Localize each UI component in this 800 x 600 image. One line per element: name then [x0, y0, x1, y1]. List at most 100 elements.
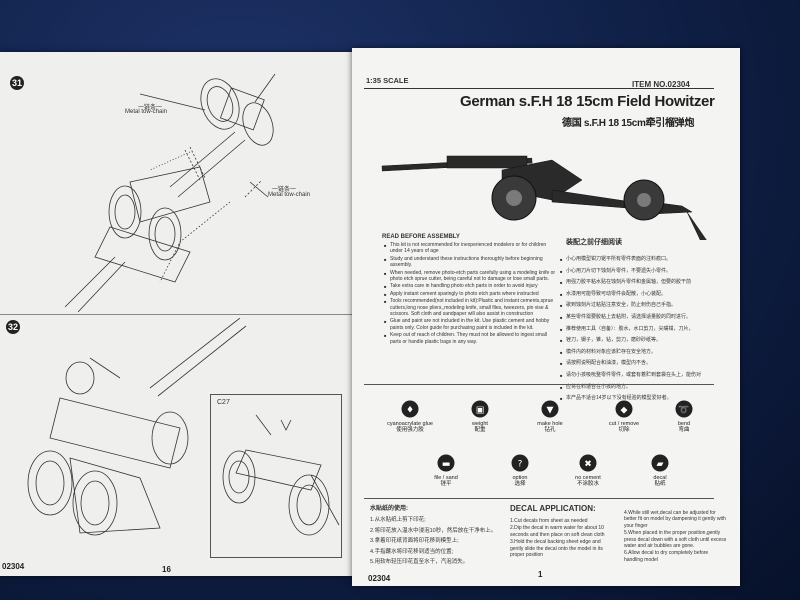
glue-bottle-icon: ♦	[400, 400, 420, 418]
cn-note-item: 本产品不适合14岁以下没有经验的模型爱好者。	[560, 393, 730, 404]
cn-note-item: 应将在料适合在小孩的地方。	[560, 382, 730, 392]
cn-note-item: 请勿小孩吸吮整零件零件，或套有着贮到套袋在头上，能伤对	[560, 370, 730, 381]
symbol-label-en: file / sand	[434, 475, 458, 481]
decal-step: 3.Hold the decal backing sheet edge and …	[510, 539, 603, 559]
cn-note-item: 歌到蚀刻片过粘贴注意安全，防止刺伤自己手指。	[560, 300, 730, 311]
option-icon: ?	[510, 454, 530, 472]
cn-note-item: 锉刀，镊子，锥，钻，剪刀，磨砂砂纸等。	[560, 335, 730, 346]
product-title-en: German s.F.H 18 15cm Field Howitzer	[460, 93, 715, 110]
read-before-item: This kit is not recommended for inexperi…	[384, 242, 556, 255]
chain-label-2: Metal tow-chain	[268, 192, 311, 198]
svg-text:▬: ▬	[442, 460, 451, 470]
read-before-item: Study and understand these instructions …	[384, 256, 556, 269]
item-number: ITEM NO.02304	[632, 80, 690, 89]
cn-note-item: 某些零件需要胶粘上去粘附，请选择适量胶的同时进行。	[560, 312, 730, 323]
drill-icon: ▼	[540, 400, 560, 418]
detail-inset-drawing	[222, 414, 340, 536]
read-before-item: Glue and paint are not included in the k…	[384, 318, 556, 331]
water-decal-cn-step: 5.用软布轻压印花直至水干，汽泡消失。	[370, 559, 469, 565]
symbol-label-en: cut / remove	[608, 421, 640, 427]
header-rule	[364, 88, 714, 89]
svg-text:▰: ▰	[657, 460, 664, 470]
read-before-item: Apply instant cement sparingly to photo …	[384, 291, 556, 299]
read-before-item: When needed, remove photo-etch parts car…	[384, 270, 556, 283]
cn-note-item: 用强力胶平粘水贴在蚀刻片零件和金属轴，但要的胶干前	[560, 277, 730, 288]
cn-note-item: 小心用模型钳刀锯平所有零件表面的注料痕口。	[560, 254, 730, 265]
svg-text:◆: ◆	[621, 406, 628, 416]
symbol-label-cn: 不涂胶水	[576, 481, 599, 488]
page-number: 1	[538, 570, 543, 579]
symbol-label-cn: 配重	[474, 427, 486, 434]
symbol-label-cn: 锉平	[440, 481, 452, 488]
cn-note-item: 小心用刀片切下蚀刻片零件，不要遗失小零件。	[560, 266, 730, 277]
svg-text:▣: ▣	[476, 406, 485, 416]
chain-label-cn-2: 一链条一	[272, 187, 297, 193]
symbol-label-en: bend	[677, 421, 691, 427]
symbol-label-en: decal	[653, 475, 667, 481]
howitzer-profile-illustration	[381, 155, 707, 240]
symbol-label-en: option	[512, 475, 528, 481]
icons-bottom-rule	[364, 498, 714, 499]
cn-note-item: 模件内的材料对象应该贮存在安全地方。	[560, 347, 730, 358]
read-before-item: Keep out of reach of children. They must…	[384, 332, 556, 345]
instruction-page-16: 31 32 一链条一 Metal tow-chain	[0, 52, 352, 576]
decal-step: 6.Allow decal to dry completely before h…	[624, 550, 709, 563]
svg-text:✖: ✖	[584, 460, 592, 470]
step-32-number: 32	[6, 320, 20, 334]
water-decal-cn-step: 4.手指蘸水将印花移到适当的位置;	[370, 548, 454, 555]
bend-icon: ➰	[674, 400, 694, 418]
symbol-label-cn: 弯曲	[678, 427, 690, 434]
footer-item-code: 02304	[368, 574, 391, 583]
read-before-list: This kit is not recommended for inexperi…	[384, 242, 556, 346]
decal-icon: ▰	[650, 454, 670, 472]
step-divider	[0, 314, 352, 315]
cn-note-item: 请按照说明配合和油漆，模型内不含。	[560, 358, 730, 369]
chain-label-cn-1: 一链条一	[138, 105, 163, 111]
symbol-label-en: no cement	[575, 475, 601, 481]
weight-icon: ▣	[470, 400, 490, 418]
no-cement-icon: ✖	[578, 454, 598, 472]
footer-item-code: 02304	[2, 562, 25, 571]
symbol-label-cn: 钻孔	[544, 427, 556, 434]
svg-text:➰: ➰	[678, 405, 689, 416]
decal-step: 2.Dip the decal in warm water for about …	[510, 525, 605, 538]
symbol-label-cn: 选择	[514, 481, 526, 488]
detail-inset: C27	[210, 394, 342, 558]
step-32-illustration	[27, 318, 247, 536]
file-icon: ▬	[436, 454, 456, 472]
scale-label: 1:35 SCALE	[366, 76, 409, 85]
water-decal-cn-step: 2.将印花放入温水中浸泡10秒，然后放在干净布上。	[370, 527, 497, 534]
cut-icon: ◆	[614, 400, 634, 418]
read-before-item: Tools recommended(not included in kit):P…	[384, 298, 556, 317]
decal-step: 4.While still wet,decal can be adjusted …	[624, 510, 726, 529]
decal-step: 1.Cut decals from sheet as needed	[510, 518, 588, 524]
instruction-page-1: 1:35 SCALE ITEM NO.02304 German s.F.H 18…	[352, 48, 740, 586]
decal-steps-right: 4.While still wet,decal can be adjusted …	[624, 510, 728, 564]
chain-label-1: Metal tow-chain	[125, 109, 168, 115]
product-title-cn: 德国 s.F.H 18 15cm牵引榴弹炮	[562, 118, 695, 129]
water-decal-cn-step: 1.从水贴纸上剪下印花;	[370, 517, 426, 523]
cn-heading: 装配之前仔细阅读	[566, 239, 622, 246]
water-decal-cn-heading: 水贴纸的使用:	[370, 506, 408, 512]
cn-note-item: 水漆用可能导致可动零件会配散，小心装配。	[560, 289, 730, 300]
decal-application-heading: DECAL APPLICATION:	[510, 504, 596, 513]
symbol-label-cn: 使用强力胶	[396, 427, 424, 434]
page-number: 16	[162, 565, 171, 574]
icons-top-rule	[364, 384, 714, 385]
read-before-heading: READ BEFORE ASSEMBLY	[382, 234, 460, 240]
symbol-label-cn: 贴纸	[654, 481, 666, 488]
step-31-illustration	[64, 73, 276, 313]
symbol-label-en: weight	[472, 421, 488, 427]
symbol-label-en: cyanoacrylate glue	[387, 421, 433, 427]
part-reference-label: C27	[217, 399, 230, 406]
step-31-number: 31	[10, 76, 24, 90]
water-decal-cn-list: 1.从水贴纸上剪下印花;2.将印花放入温水中浸泡10秒，然后放在干净布上。3.拿…	[370, 516, 510, 569]
